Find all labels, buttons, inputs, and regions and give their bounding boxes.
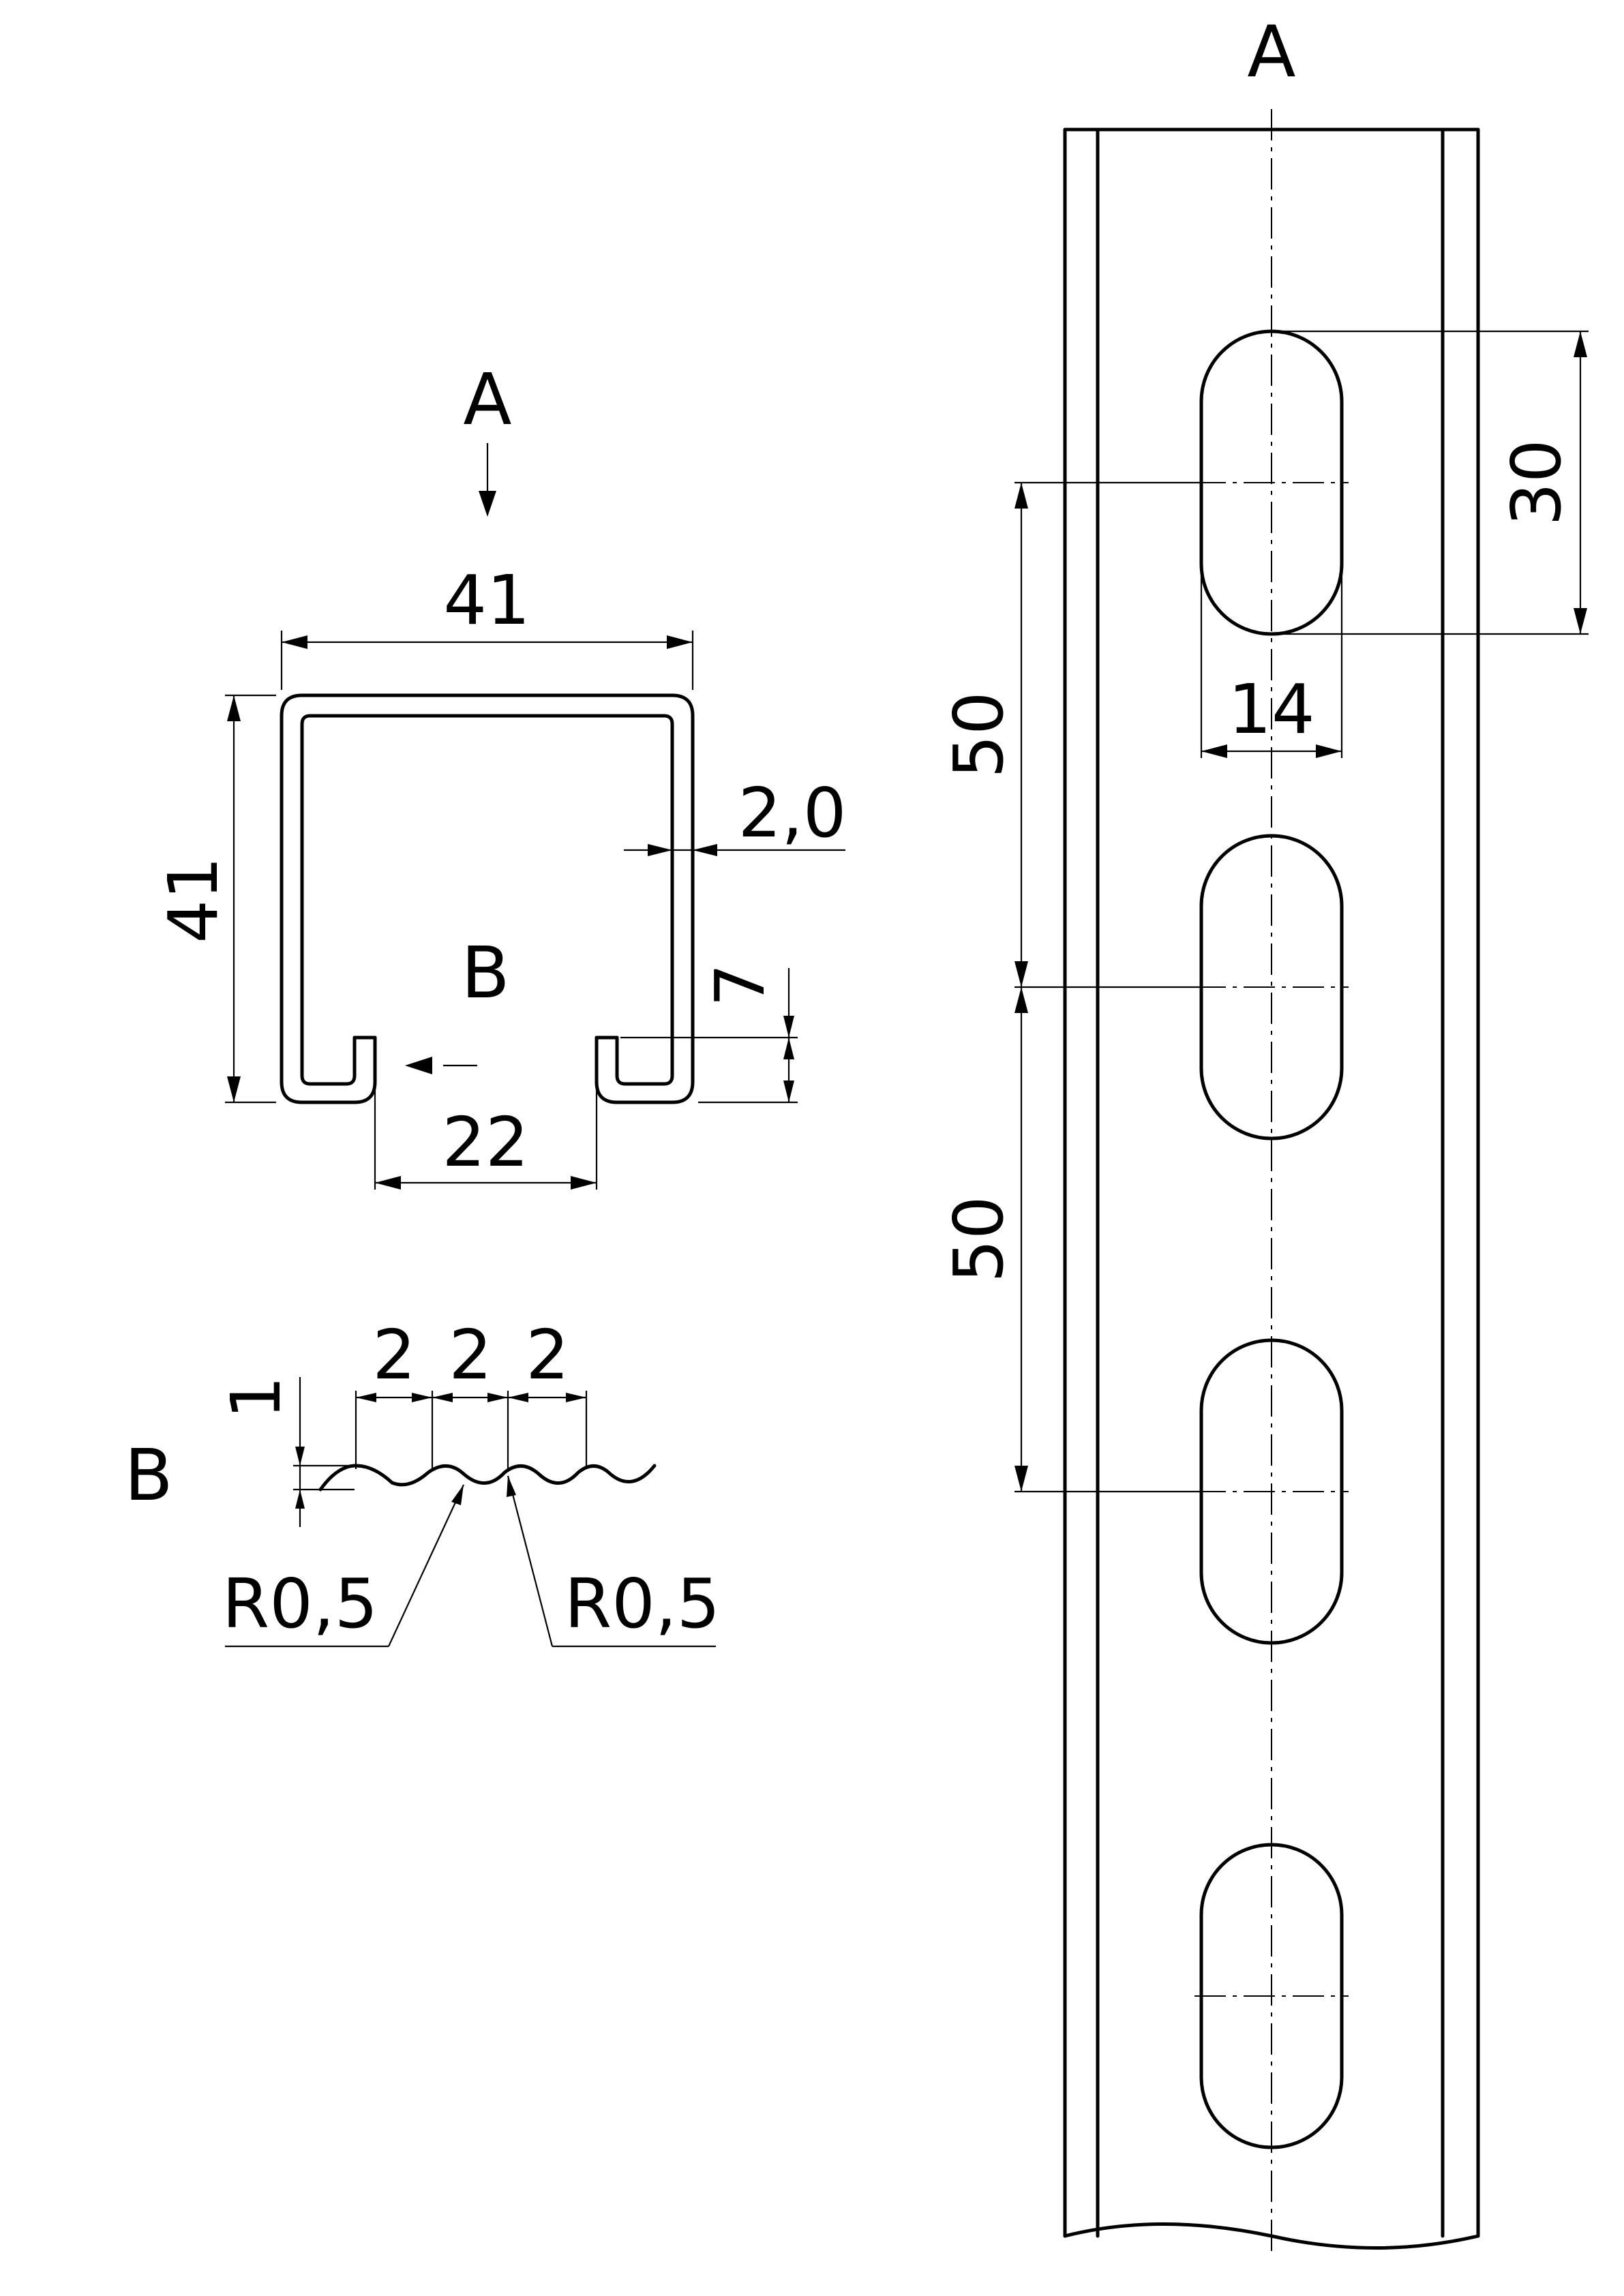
dim-arrow-icon [1014, 961, 1028, 987]
dim-arrow-icon [648, 844, 672, 856]
wall-thickness-dim: 2,0 [738, 773, 846, 853]
elevation-view-label: A [1247, 10, 1295, 93]
dim-arrow-icon [227, 1076, 241, 1102]
dim-arrow-icon [1014, 987, 1028, 1013]
dim-arrow-icon [693, 844, 717, 856]
elevation-view: A 50 50 [939, 10, 1589, 2256]
dim-arrow-icon [783, 1081, 794, 1102]
radius-right-dim: R0,5 [565, 1564, 721, 1644]
dim-arrow-icon [412, 1393, 432, 1402]
lip-height-dim: 7 [700, 963, 780, 1007]
dim-arrow-icon [1014, 483, 1028, 509]
dim-arrow-icon [1574, 608, 1587, 634]
dim-arrow-icon [783, 1016, 794, 1038]
serration-wave [318, 1464, 657, 1492]
dim-arrow-icon [566, 1393, 586, 1402]
dim-arrow-icon [1574, 331, 1587, 357]
dim-arrow-icon [282, 635, 307, 649]
profile-width-dim: 41 [443, 560, 530, 640]
detail-marker-arrow-icon [405, 1057, 432, 1074]
view-direction-arrow-icon [479, 491, 496, 517]
slot-pitch-1-dim: 50 [939, 691, 1019, 778]
dim-arrow-icon [667, 635, 693, 649]
dim-arrow-icon [571, 1176, 597, 1190]
dim-arrow-icon [783, 1038, 794, 1059]
dim-arrow-icon [451, 1485, 464, 1505]
detail-view: B 2 2 2 1 R0,5 R0,5 [124, 1315, 721, 1648]
slot-width-dim: 14 [1228, 669, 1314, 749]
section-view: A B 41 41 2,0 [153, 358, 847, 1190]
dim-arrow-icon [508, 1393, 528, 1402]
section-view-label: A [463, 358, 511, 441]
serration-depth-dim: 1 [216, 1376, 296, 1419]
profile-height-dim: 41 [153, 856, 233, 943]
channel-profile-outer [280, 693, 695, 1104]
radius-right-leader [507, 1475, 554, 1647]
dim-arrow-icon [432, 1393, 453, 1402]
serration-pitch-2-dim: 2 [449, 1315, 492, 1395]
dim-arrow-icon [227, 695, 241, 721]
detail-view-label: B [124, 1434, 172, 1517]
radius-left-leader [388, 1484, 464, 1647]
dim-arrow-icon [356, 1393, 376, 1402]
channel-profile-inner [300, 714, 674, 1086]
serration-pitch-3-dim: 2 [526, 1315, 569, 1395]
slot-pitch-2-dim: 50 [939, 1196, 1019, 1282]
dim-arrow-icon [507, 1476, 516, 1497]
dim-arrow-icon [375, 1176, 401, 1190]
detail-marker-label: B [461, 931, 509, 1014]
radius-left-dim: R0,5 [222, 1564, 378, 1644]
dim-arrow-icon [1201, 744, 1227, 758]
slot-length-dim: 30 [1497, 439, 1576, 526]
serration-pitch-1-dim: 2 [372, 1315, 416, 1395]
dim-arrow-icon [1316, 744, 1342, 758]
slot-opening-dim: 22 [442, 1102, 528, 1182]
dim-arrow-icon [295, 1447, 305, 1466]
dim-arrow-icon [1014, 1466, 1028, 1492]
dim-arrow-icon [295, 1490, 305, 1509]
dim-arrow-icon [487, 1393, 508, 1402]
